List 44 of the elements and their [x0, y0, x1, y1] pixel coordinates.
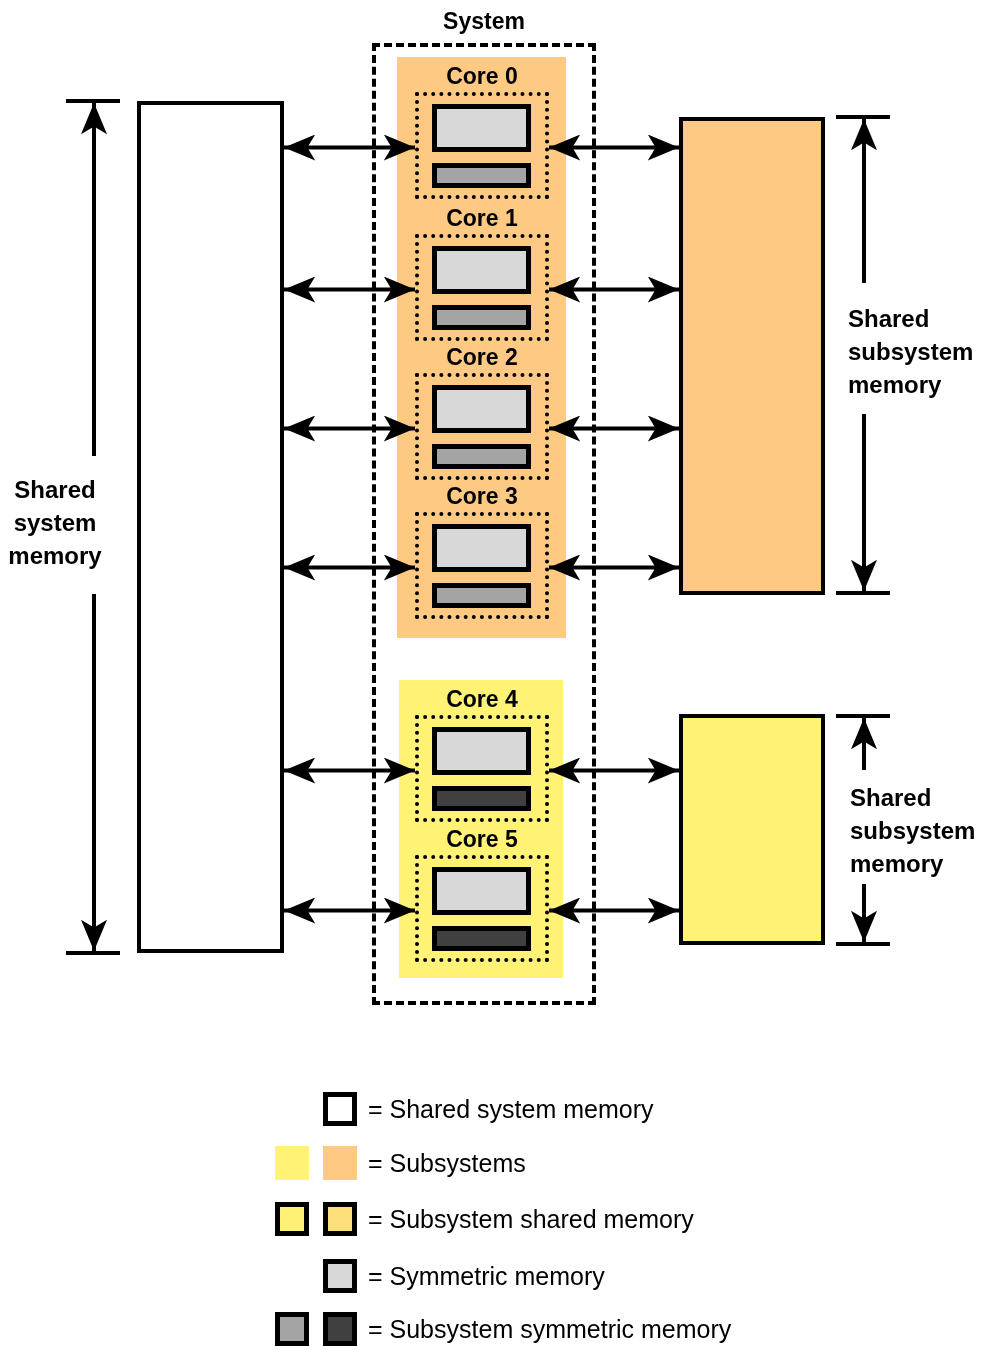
subsystem-symmetric-memory-block: [432, 926, 531, 951]
subsystem-symmetric-memory-block: [432, 786, 531, 811]
symmetric-memory-block: [432, 246, 531, 294]
dimension-label: Shared system memory: [7, 475, 103, 571]
system-title: System: [442, 7, 526, 35]
symmetric-memory-block: [432, 727, 531, 775]
legend-label: = Shared system memory: [368, 1094, 654, 1124]
double-arrow: [284, 276, 415, 303]
double-arrow: [549, 134, 679, 161]
symmetric-memory-block: [432, 867, 531, 915]
symmetric-memory-block: [432, 104, 531, 152]
core-label: Core 2: [445, 343, 519, 371]
legend-label: = Subsystems: [368, 1148, 526, 1178]
subsystem-band: [399, 680, 563, 978]
core-label: Core 1: [445, 204, 519, 232]
subsystem-symmetric-memory-block: [432, 305, 531, 330]
subsystem-symmetric-memory-block: [432, 583, 531, 608]
core-label: Core 4: [445, 685, 519, 713]
memory-block: [137, 101, 284, 953]
double-arrow: [549, 554, 679, 581]
subsystem-symmetric-memory-block: [432, 444, 531, 469]
legend-label: = Subsystem symmetric memory: [368, 1314, 732, 1344]
double-arrow: [549, 276, 679, 303]
legend-label: = Subsystem shared memory: [368, 1204, 694, 1234]
subsystem-symmetric-memory-block: [432, 163, 531, 188]
double-arrow: [284, 554, 415, 581]
memory-block: [679, 117, 825, 595]
double-arrow: [284, 757, 415, 784]
symmetric-memory-block: [432, 385, 531, 433]
dimension-label: Shared subsystem memory: [850, 783, 977, 879]
dimension-label: Shared subsystem memory: [848, 304, 975, 400]
double-arrow: [549, 757, 679, 784]
double-arrow: [284, 134, 415, 161]
symmetric-memory-block: [432, 524, 531, 572]
double-arrow: [549, 415, 679, 442]
legend-label: = Symmetric memory: [368, 1261, 605, 1291]
core-label: Core 0: [445, 62, 519, 90]
core-label: Core 3: [445, 482, 519, 510]
core-label: Core 5: [445, 825, 519, 853]
subsystem-band: [397, 57, 566, 638]
double-arrow: [549, 897, 679, 924]
memory-block: [679, 714, 825, 945]
double-arrow: [284, 415, 415, 442]
double-arrow: [284, 897, 415, 924]
